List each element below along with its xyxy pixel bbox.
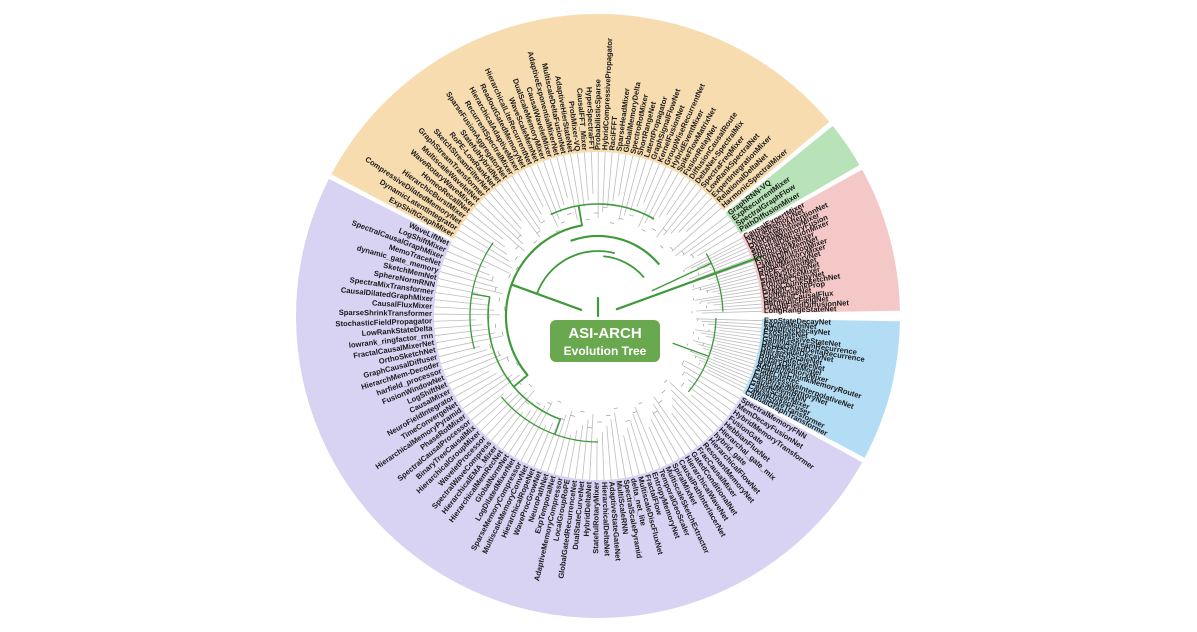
center-badge[interactable]: ASI-ARCH Evolution Tree — [550, 320, 660, 362]
leaf-bracket — [698, 337, 699, 339]
center-subtitle: Evolution Tree — [564, 344, 647, 358]
leaf-label: LongRangeStateNet — [764, 304, 837, 315]
center-title: ASI-ARCH — [568, 325, 641, 342]
